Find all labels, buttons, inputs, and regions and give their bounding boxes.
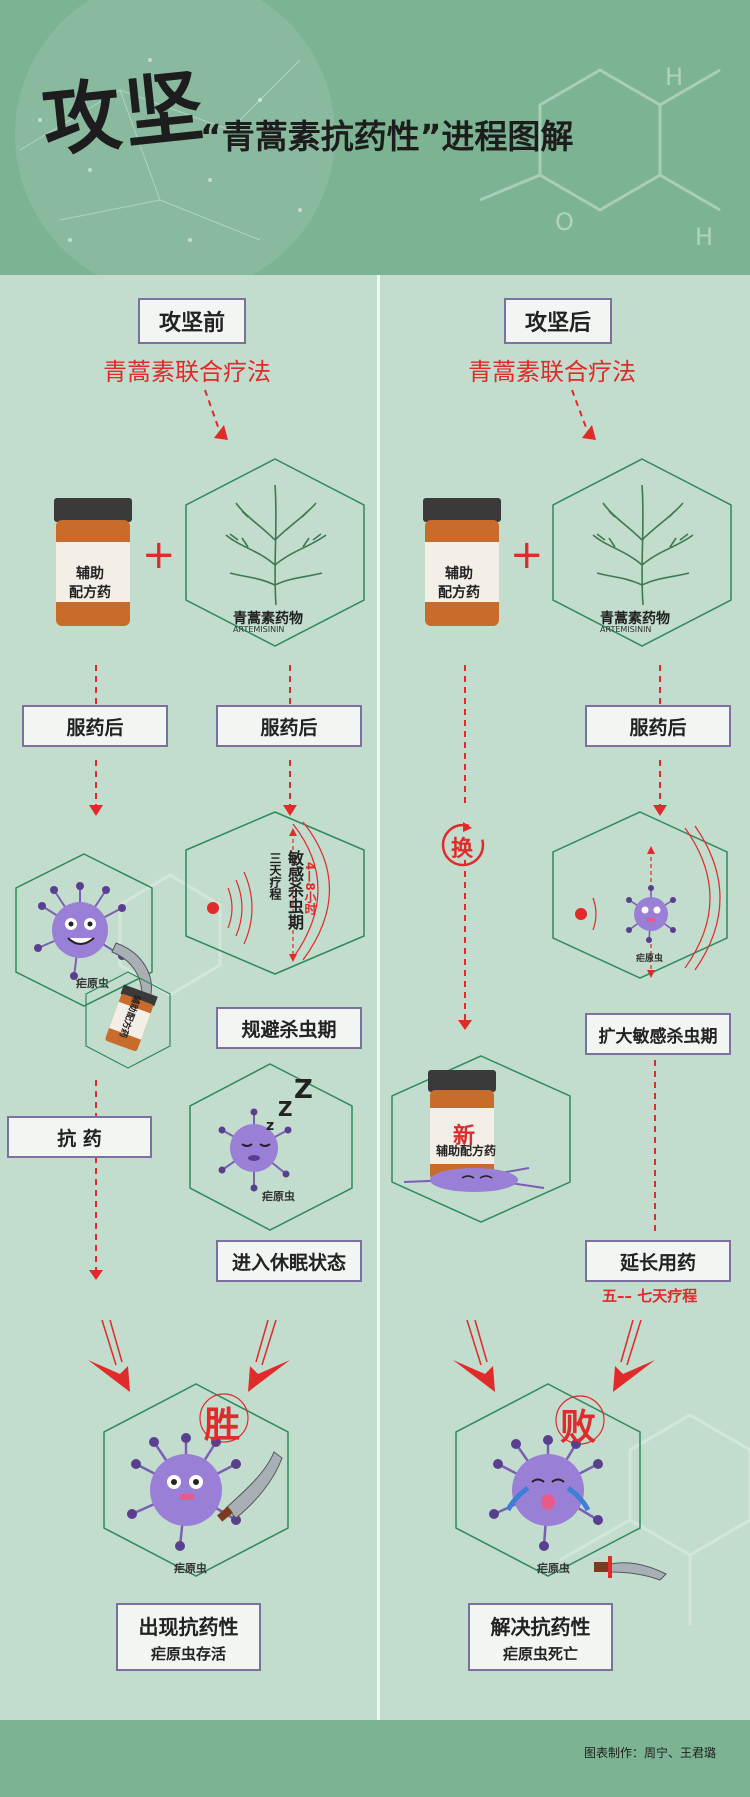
right-herb-latin: ARTEMISININ bbox=[600, 625, 652, 634]
right-herb-name: 青蒿素药物 bbox=[600, 611, 670, 627]
swap-icon bbox=[441, 822, 485, 867]
right-parasite-label: 疟原虫 bbox=[636, 954, 664, 964]
left-herb-name: 青蒿素药物 bbox=[233, 611, 303, 627]
right-plus-icon: + bbox=[510, 532, 544, 578]
right-result: 解决抗药性 疟原虫死亡 bbox=[468, 1603, 613, 1671]
left-heading: 攻坚前 bbox=[138, 298, 246, 344]
left-evade: 规避杀虫期 bbox=[216, 1007, 362, 1049]
left-pill-bottle bbox=[54, 498, 132, 626]
right-expand: 扩大敏感杀虫期 bbox=[585, 1013, 731, 1055]
left-sensitive-period: 敏感杀虫期 bbox=[285, 850, 304, 930]
left-final-hexagon bbox=[103, 1383, 289, 1577]
left-sleep-parasite-label: 疟原虫 bbox=[262, 1190, 295, 1203]
right-sensitive-hexagon bbox=[552, 811, 728, 979]
left-win-char: 胜 bbox=[204, 1405, 241, 1446]
right-method: 青蒿素联合疗法 bbox=[468, 358, 636, 386]
footer-band bbox=[0, 1720, 750, 1797]
left-herb-hexagon bbox=[185, 458, 365, 647]
header-decoration: H O H bbox=[15, 0, 721, 275]
left-after-b: 服药后 bbox=[216, 705, 362, 747]
right-herb-hexagon bbox=[552, 458, 732, 647]
left-resist: 抗 药 bbox=[7, 1116, 152, 1158]
right-bottle-label-line1: 辅助 bbox=[445, 566, 473, 582]
herb-icon bbox=[225, 484, 327, 606]
left-bottle-label-line2: 配方药 bbox=[69, 585, 111, 601]
left-hours: 4—8小时 bbox=[303, 862, 317, 915]
header-subtitle: “青蒿素抗药性”进程图解 bbox=[200, 117, 574, 156]
right-final-parasite-label: 疟原虫 bbox=[537, 1562, 570, 1575]
right-result-line1: 解决抗药性 bbox=[490, 1614, 591, 1639]
svg-text:O: O bbox=[555, 208, 574, 236]
herb-icon bbox=[592, 484, 694, 606]
right-new-bottle-label: 辅助配方药 bbox=[436, 1144, 497, 1158]
svg-text:H: H bbox=[695, 223, 713, 251]
footer-credit: 图表制作：周宁、王君璐 bbox=[584, 1746, 717, 1760]
left-sleep-hexagon: ZZz bbox=[189, 1063, 353, 1231]
dropped-sword-icon bbox=[594, 1556, 667, 1581]
right-new-bottle-hexagon bbox=[391, 1055, 571, 1223]
right-after: 服药后 bbox=[585, 705, 731, 747]
right-lose-char: 败 bbox=[560, 1407, 597, 1448]
right-heading: 攻坚后 bbox=[504, 298, 612, 344]
left-after-a: 服药后 bbox=[22, 705, 168, 747]
right-course: 五–– 七天疗程 bbox=[602, 1287, 698, 1305]
right-result-line2: 疟原虫死亡 bbox=[502, 1644, 578, 1663]
left-result-line2: 疟原虫存活 bbox=[150, 1644, 226, 1663]
right-swap-char: 换 bbox=[451, 837, 474, 862]
svg-text:Z: Z bbox=[278, 1097, 293, 1121]
left-bottle-label-line1: 辅助 bbox=[76, 566, 104, 582]
center-divider bbox=[377, 275, 380, 1720]
left-method: 青蒿素联合疗法 bbox=[103, 358, 271, 386]
left-dormant: 进入休眠状态 bbox=[216, 1240, 362, 1282]
right-new-char: 新 bbox=[453, 1124, 476, 1149]
right-arrows bbox=[458, 389, 667, 1235]
right-extend: 延长用药 bbox=[585, 1240, 731, 1282]
left-small-bottle-hexagon bbox=[85, 971, 171, 1069]
left-parasite-hexagon bbox=[15, 853, 153, 1007]
svg-text:H: H bbox=[665, 63, 683, 91]
left-chevrons bbox=[88, 1320, 290, 1392]
right-chevrons bbox=[453, 1320, 655, 1392]
header-big-title: 攻坚 bbox=[38, 60, 212, 169]
right-bottle-label-line2: 配方药 bbox=[438, 585, 480, 601]
left-herb-latin: ARTEMISININ bbox=[233, 625, 285, 634]
left-plus-icon: + bbox=[142, 532, 176, 578]
left-result-line1: 出现抗药性 bbox=[138, 1614, 239, 1639]
left-arrows bbox=[89, 389, 297, 1280]
left-result: 出现抗药性 疟原虫存活 bbox=[116, 1603, 261, 1671]
svg-text:z: z bbox=[266, 1118, 274, 1134]
header-band: H O H 攻坚 “青蒿素抗药性”进程图解 bbox=[0, 0, 750, 275]
left-sensitive-hexagon bbox=[185, 811, 365, 975]
svg-text:Z: Z bbox=[294, 1075, 313, 1105]
right-pill-bottle bbox=[423, 498, 501, 626]
right-final-hexagon bbox=[455, 1383, 641, 1577]
left-three-day: 三天疗程 bbox=[268, 852, 282, 900]
left-final-parasite-label: 疟原虫 bbox=[174, 1562, 207, 1575]
